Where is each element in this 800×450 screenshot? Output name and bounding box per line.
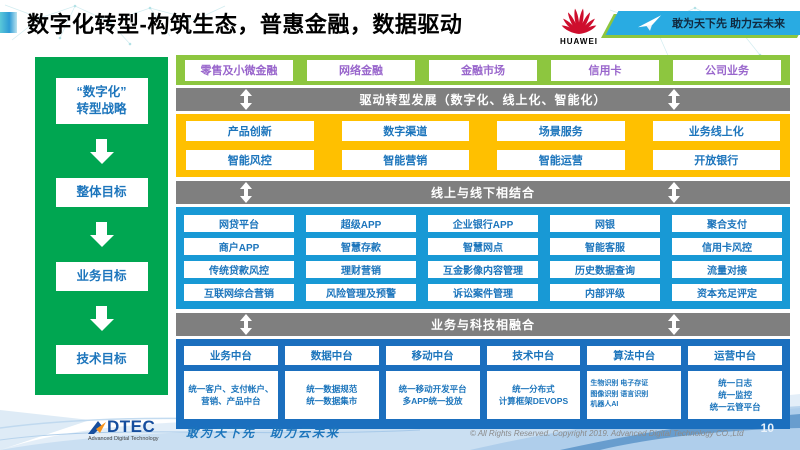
architecture-diagram: 零售及小微金融 网络金融 金融市场 信用卡 公司业务 驱动转型发展（数字化、线上…	[176, 55, 790, 429]
slogan-banner: 敢为天下先 助力云未来	[605, 11, 800, 35]
online-offline-label: 线上与线下相结合	[430, 186, 535, 200]
double-arrow-icon	[668, 314, 680, 335]
application-box: 聚合支付	[672, 215, 782, 232]
application-box: 智能客服	[550, 238, 660, 255]
application-box: 风险管理及预警	[306, 284, 416, 301]
capability-box: 业务线上化	[652, 121, 780, 141]
footer-slogan: 敢为天下先 助力云未来	[186, 426, 341, 440]
double-arrow-icon	[668, 182, 680, 203]
capability-box: 数字渠道	[341, 121, 469, 141]
application-box: 互联网综合营销	[184, 284, 294, 301]
huawei-logo: HUAWEI	[554, 4, 604, 46]
platform-detail: 统一客户、支付帐户、营销、产品中台	[184, 371, 278, 419]
platform-column: 业务中台 统一客户、支付帐户、营销、产品中台	[184, 346, 278, 419]
application-box: 互金影像内容管理	[428, 261, 538, 278]
platform-column: 技术中台 统一分布式 计算框架DEVOPS	[486, 346, 581, 419]
business-line-box: 公司业务	[673, 59, 781, 81]
middle-platform-band: 业务中台 统一客户、支付帐户、营销、产品中台 数据中台 统一数据规范 统一数据集…	[176, 339, 790, 429]
application-box: 历史数据查询	[550, 261, 660, 278]
banner-slogan: 敢为天下先 助力云未来	[672, 18, 786, 30]
platform-header: 运营中台	[688, 346, 782, 365]
capability-box: 开放银行	[652, 150, 780, 170]
huawei-brand-text: HUAWEI	[560, 37, 598, 46]
capability-band: 产品创新 数字渠道 场景服务 业务线上化 智能风控 智能营销 智能运营 开放银行	[176, 114, 790, 177]
sidebar-item-tech-goal: 技术目标	[55, 345, 148, 375]
adtec-brand-subtext: Advanced Digital Technology	[88, 436, 159, 442]
down-arrow-icon	[89, 222, 114, 247]
platform-header: 移动中台	[385, 346, 480, 365]
adtec-arrow-icon	[88, 420, 106, 434]
capability-box: 产品创新	[186, 121, 314, 141]
platform-column: 算法中台 生物识别 电子存证 图像识别 语言识别 机器人AI	[587, 346, 682, 419]
application-box: 传统贷款风控	[184, 261, 294, 278]
application-box: 信用卡风控	[672, 238, 782, 255]
drive-transform-label: 驱动转型发展（数字化、线上化、智能化）	[359, 93, 607, 107]
platform-header: 业务中台	[184, 346, 278, 365]
tech-fusion-band: 业务与科技相融合	[176, 313, 790, 336]
double-arrow-icon	[240, 314, 252, 335]
application-box: 企业银行APP	[428, 215, 538, 232]
page-title: 数字化转型-构筑生态，普惠金融，数据驱动	[27, 12, 463, 37]
down-arrow-icon	[89, 138, 114, 164]
business-line-box: 金融市场	[429, 59, 537, 81]
applications-band: 网贷平台 超级APP 企业银行APP 网银 聚合支付 商户APP 智慧存款 智慧…	[176, 207, 790, 309]
business-line-box: 零售及小微金融	[185, 59, 293, 81]
platform-header: 数据中台	[284, 346, 379, 365]
application-box: 智慧存款	[306, 238, 416, 255]
platform-detail: 统一日志 统一监控 统一云管平台	[688, 371, 782, 419]
drive-transform-band: 驱动转型发展（数字化、线上化、智能化）	[176, 88, 790, 111]
application-box: 网银	[550, 215, 660, 232]
platform-detail: 生物识别 电子存证 图像识别 语言识别 机器人AI	[587, 371, 682, 419]
adtec-logo: DTEC Advanced Digital Technology	[88, 417, 159, 442]
sidebar-item-business-goal: 业务目标	[55, 261, 148, 291]
business-lines-band: 零售及小微金融 网络金融 金融市场 信用卡 公司业务	[176, 55, 790, 85]
application-box: 诉讼案件管理	[428, 284, 538, 301]
down-arrow-icon	[89, 305, 114, 331]
platform-detail: 统一数据规范 统一数据集市	[284, 371, 379, 419]
capability-box: 智能运营	[497, 150, 625, 170]
strategy-sidebar: “数字化” 转型战略 整体目标 业务目标 技术目标	[35, 57, 168, 395]
application-box: 网贷平台	[184, 215, 294, 232]
application-box: 商户APP	[184, 238, 294, 255]
sidebar-item-overall-goal: 整体目标	[55, 178, 148, 208]
application-box: 超级APP	[306, 215, 416, 232]
platform-header: 技术中台	[486, 346, 581, 365]
double-arrow-icon	[668, 89, 680, 110]
platform-header: 算法中台	[587, 346, 682, 365]
platform-column: 数据中台 统一数据规范 统一数据集市	[284, 346, 379, 419]
business-line-box: 信用卡	[551, 59, 659, 81]
copyright-text: © All Rights Reserved. Copyright 2019. A…	[470, 429, 744, 438]
adtec-brand-text: DTEC	[107, 417, 156, 436]
application-box: 智慧网点	[428, 238, 538, 255]
platform-column: 移动中台 统一移动开发平台 多APP统一投放	[385, 346, 480, 419]
platform-column: 运营中台 统一日志 统一监控 统一云管平台	[688, 346, 782, 419]
paper-plane-icon	[638, 14, 662, 31]
sidebar-item-strategy: “数字化” 转型战略	[55, 77, 148, 124]
capability-box: 智能风控	[186, 150, 314, 170]
capability-box: 场景服务	[497, 121, 625, 141]
huawei-flower-icon	[561, 8, 597, 34]
platform-detail: 统一分布式 计算框架DEVOPS	[486, 371, 581, 419]
double-arrow-icon	[240, 89, 252, 110]
application-box: 资本充足评定	[672, 284, 782, 301]
tech-fusion-label: 业务与科技相融合	[430, 318, 535, 332]
business-line-box: 网络金融	[307, 59, 415, 81]
application-box: 流量对接	[672, 261, 782, 278]
title-accent-bar	[0, 12, 17, 33]
page-number: 10	[760, 421, 774, 435]
application-box: 理财营销	[306, 261, 416, 278]
online-offline-band: 线上与线下相结合	[176, 181, 790, 204]
capability-box: 智能营销	[341, 150, 469, 170]
double-arrow-icon	[240, 182, 252, 203]
platform-detail: 统一移动开发平台 多APP统一投放	[385, 371, 480, 419]
application-box: 内部评级	[550, 284, 660, 301]
